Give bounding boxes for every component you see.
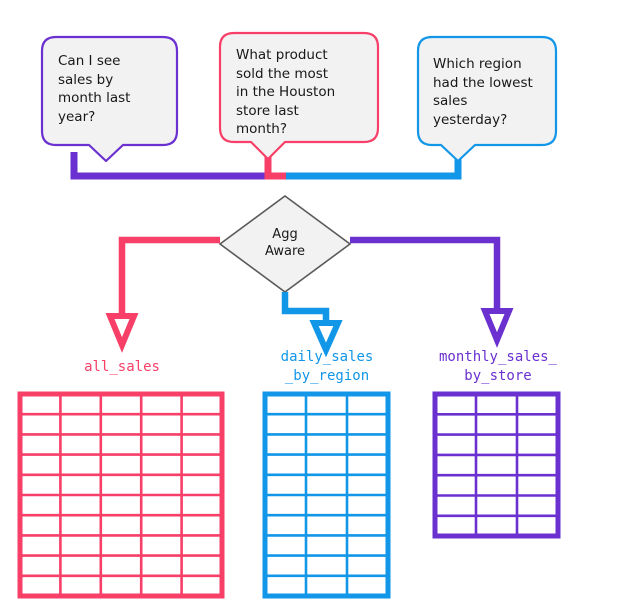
table-all-sales-label: all_sales	[84, 359, 160, 375]
bubble-sales-by-month[interactable]	[40, 35, 179, 163]
bubble-lowest-region[interactable]	[416, 35, 558, 163]
table-daily-sales-by-region[interactable]	[262, 391, 391, 599]
table-all-sales[interactable]	[17, 391, 225, 599]
table-monthly-sales-by-store-label: monthly_sales_ by_store	[438, 349, 557, 384]
agg-aware-node-label: Agg Aware	[264, 227, 306, 259]
table-monthly-sales-by-store[interactable]	[432, 391, 561, 539]
bubble-houston-product[interactable]	[218, 31, 380, 161]
table-daily-sales-by-region-label: daily_sales _by_region	[280, 349, 374, 384]
connector-blue-out	[281, 292, 343, 358]
connector-blue-in	[286, 152, 462, 180]
connector-pink-out	[105, 236, 220, 353]
connector-purple-in	[70, 152, 290, 180]
connector-purple-out	[350, 236, 514, 348]
